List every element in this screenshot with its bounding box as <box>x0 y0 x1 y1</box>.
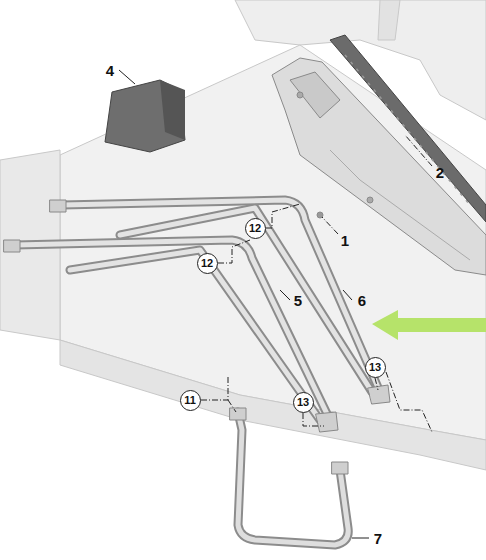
direction-arrow <box>372 310 486 340</box>
callout-number: 11 <box>184 394 196 406</box>
part-u-bracket <box>230 408 348 545</box>
body-shell <box>0 0 486 470</box>
callout-circle: 12 <box>245 218 266 239</box>
callout-circle: 12 <box>197 253 218 274</box>
part-number: 1 <box>339 232 351 249</box>
callout-circle: 13 <box>365 357 386 378</box>
callout-number: 13 <box>297 396 309 408</box>
leader-lines <box>119 70 432 538</box>
callout-number: 12 <box>249 222 261 234</box>
callout-number: 12 <box>201 257 213 269</box>
callout-circle: 13 <box>293 392 314 413</box>
part-number: 7 <box>372 530 384 547</box>
part-cross-member <box>272 58 486 275</box>
part-number: 2 <box>434 164 446 181</box>
part-number: 4 <box>104 62 116 79</box>
part-bracket <box>105 80 185 152</box>
part-number: 6 <box>356 292 368 309</box>
part-number: 5 <box>292 292 304 309</box>
callout-number: 13 <box>369 361 381 373</box>
callout-circle: 11 <box>180 390 201 411</box>
strut-tubes <box>4 200 390 432</box>
